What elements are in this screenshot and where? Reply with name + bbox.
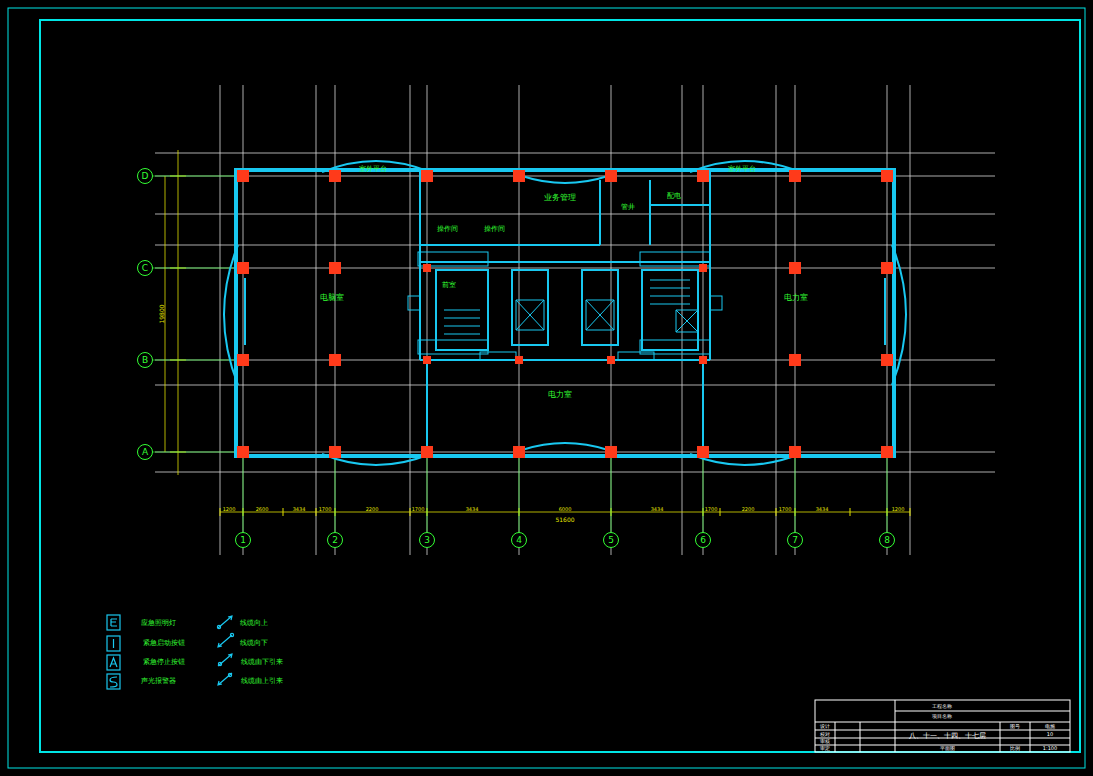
dimension-text: 3434 <box>293 507 306 512</box>
room-name: 电力室 <box>548 391 572 399</box>
axis-bubble: D <box>137 168 153 184</box>
axis-bubble: 2 <box>327 532 343 548</box>
axis-number: B <box>138 353 152 367</box>
room-name: 业务管理 <box>544 194 576 202</box>
dimension-text: 51600 <box>555 517 574 523</box>
dimension-text: 1700 <box>319 507 332 512</box>
axis-number: 3 <box>420 533 434 547</box>
dimension-text: 1200 <box>223 507 236 512</box>
dimension-text: 3434 <box>651 507 664 512</box>
legend-text: 线缆由上引来 <box>241 678 283 685</box>
axis-bubble: 3 <box>419 532 435 548</box>
axis-bubble: 6 <box>695 532 711 548</box>
room-name: 电力室 <box>784 294 808 302</box>
room-name: 前室 <box>442 282 456 289</box>
legend-text: 紧急停止按钮 <box>143 659 185 666</box>
dimension-text: 19800 <box>159 304 165 323</box>
axis-number: 6 <box>696 533 710 547</box>
axis-bubble: 4 <box>511 532 527 548</box>
axis-bubble: C <box>137 260 153 276</box>
title-block-text: 审定 <box>820 746 830 751</box>
axis-bubble: 5 <box>603 532 619 548</box>
axis-bubble: 7 <box>787 532 803 548</box>
legend-text: 线缆向下 <box>240 640 268 647</box>
title-block-text: 设计 <box>820 724 830 729</box>
title-block-text: 平面图 <box>940 746 955 751</box>
axis-number: 2 <box>328 533 342 547</box>
axis-bubble: A <box>137 444 153 460</box>
legend-text: 线缆由下引来 <box>241 659 283 666</box>
axis-bubble: 8 <box>879 532 895 548</box>
room-name: 室外平台 <box>359 166 387 173</box>
room-name: 管井 <box>621 204 635 211</box>
title-block-text: 八、十一、十四、十七层 <box>909 733 986 740</box>
axis-number: A <box>138 445 152 459</box>
title-block-text: 1:100 <box>1043 746 1057 751</box>
title-block-text: 比例 <box>1010 746 1020 751</box>
dimension-text: 3434 <box>816 507 829 512</box>
dimension-text: 6000 <box>559 507 572 512</box>
room-name: 操作间 <box>437 226 458 233</box>
dimension-text: 2200 <box>366 507 379 512</box>
axis-number: 4 <box>512 533 526 547</box>
axis-number: 1 <box>236 533 250 547</box>
title-block-text: 电施 <box>1045 724 1055 729</box>
dimension-text: 3434 <box>466 507 479 512</box>
room-name: 室外平台 <box>728 166 756 173</box>
legend-text: 紧急启动按钮 <box>143 640 185 647</box>
title-block-text: 10 <box>1047 732 1053 737</box>
dimension-text: 1700 <box>705 507 718 512</box>
legend-text: 声光报警器 <box>141 678 176 685</box>
title-block-text: 审核 <box>820 739 830 744</box>
axis-number: 5 <box>604 533 618 547</box>
room-name: 电脑室 <box>320 294 344 302</box>
dimension-text: 2600 <box>256 507 269 512</box>
title-block-text: 图号 <box>1010 724 1020 729</box>
dimension-text: 1700 <box>779 507 792 512</box>
dimension-text: 2200 <box>742 507 755 512</box>
axis-number: D <box>138 169 152 183</box>
title-block-text: 校对 <box>820 732 830 737</box>
axis-bubble: 1 <box>235 532 251 548</box>
title-block-text: 项目名称 <box>932 714 952 719</box>
axis-number: 7 <box>788 533 802 547</box>
dimension-text: 1700 <box>412 507 425 512</box>
room-name: 配电 <box>667 193 681 200</box>
title-block-text: 工程名称 <box>932 704 952 709</box>
axis-bubble: B <box>137 352 153 368</box>
legend-text: 线缆向上 <box>240 620 268 627</box>
legend-text: 应急照明灯 <box>141 620 176 627</box>
axis-number: 8 <box>880 533 894 547</box>
dimension-text: 1200 <box>892 507 905 512</box>
room-name: 操作间 <box>484 226 505 233</box>
axis-number: C <box>138 261 152 275</box>
